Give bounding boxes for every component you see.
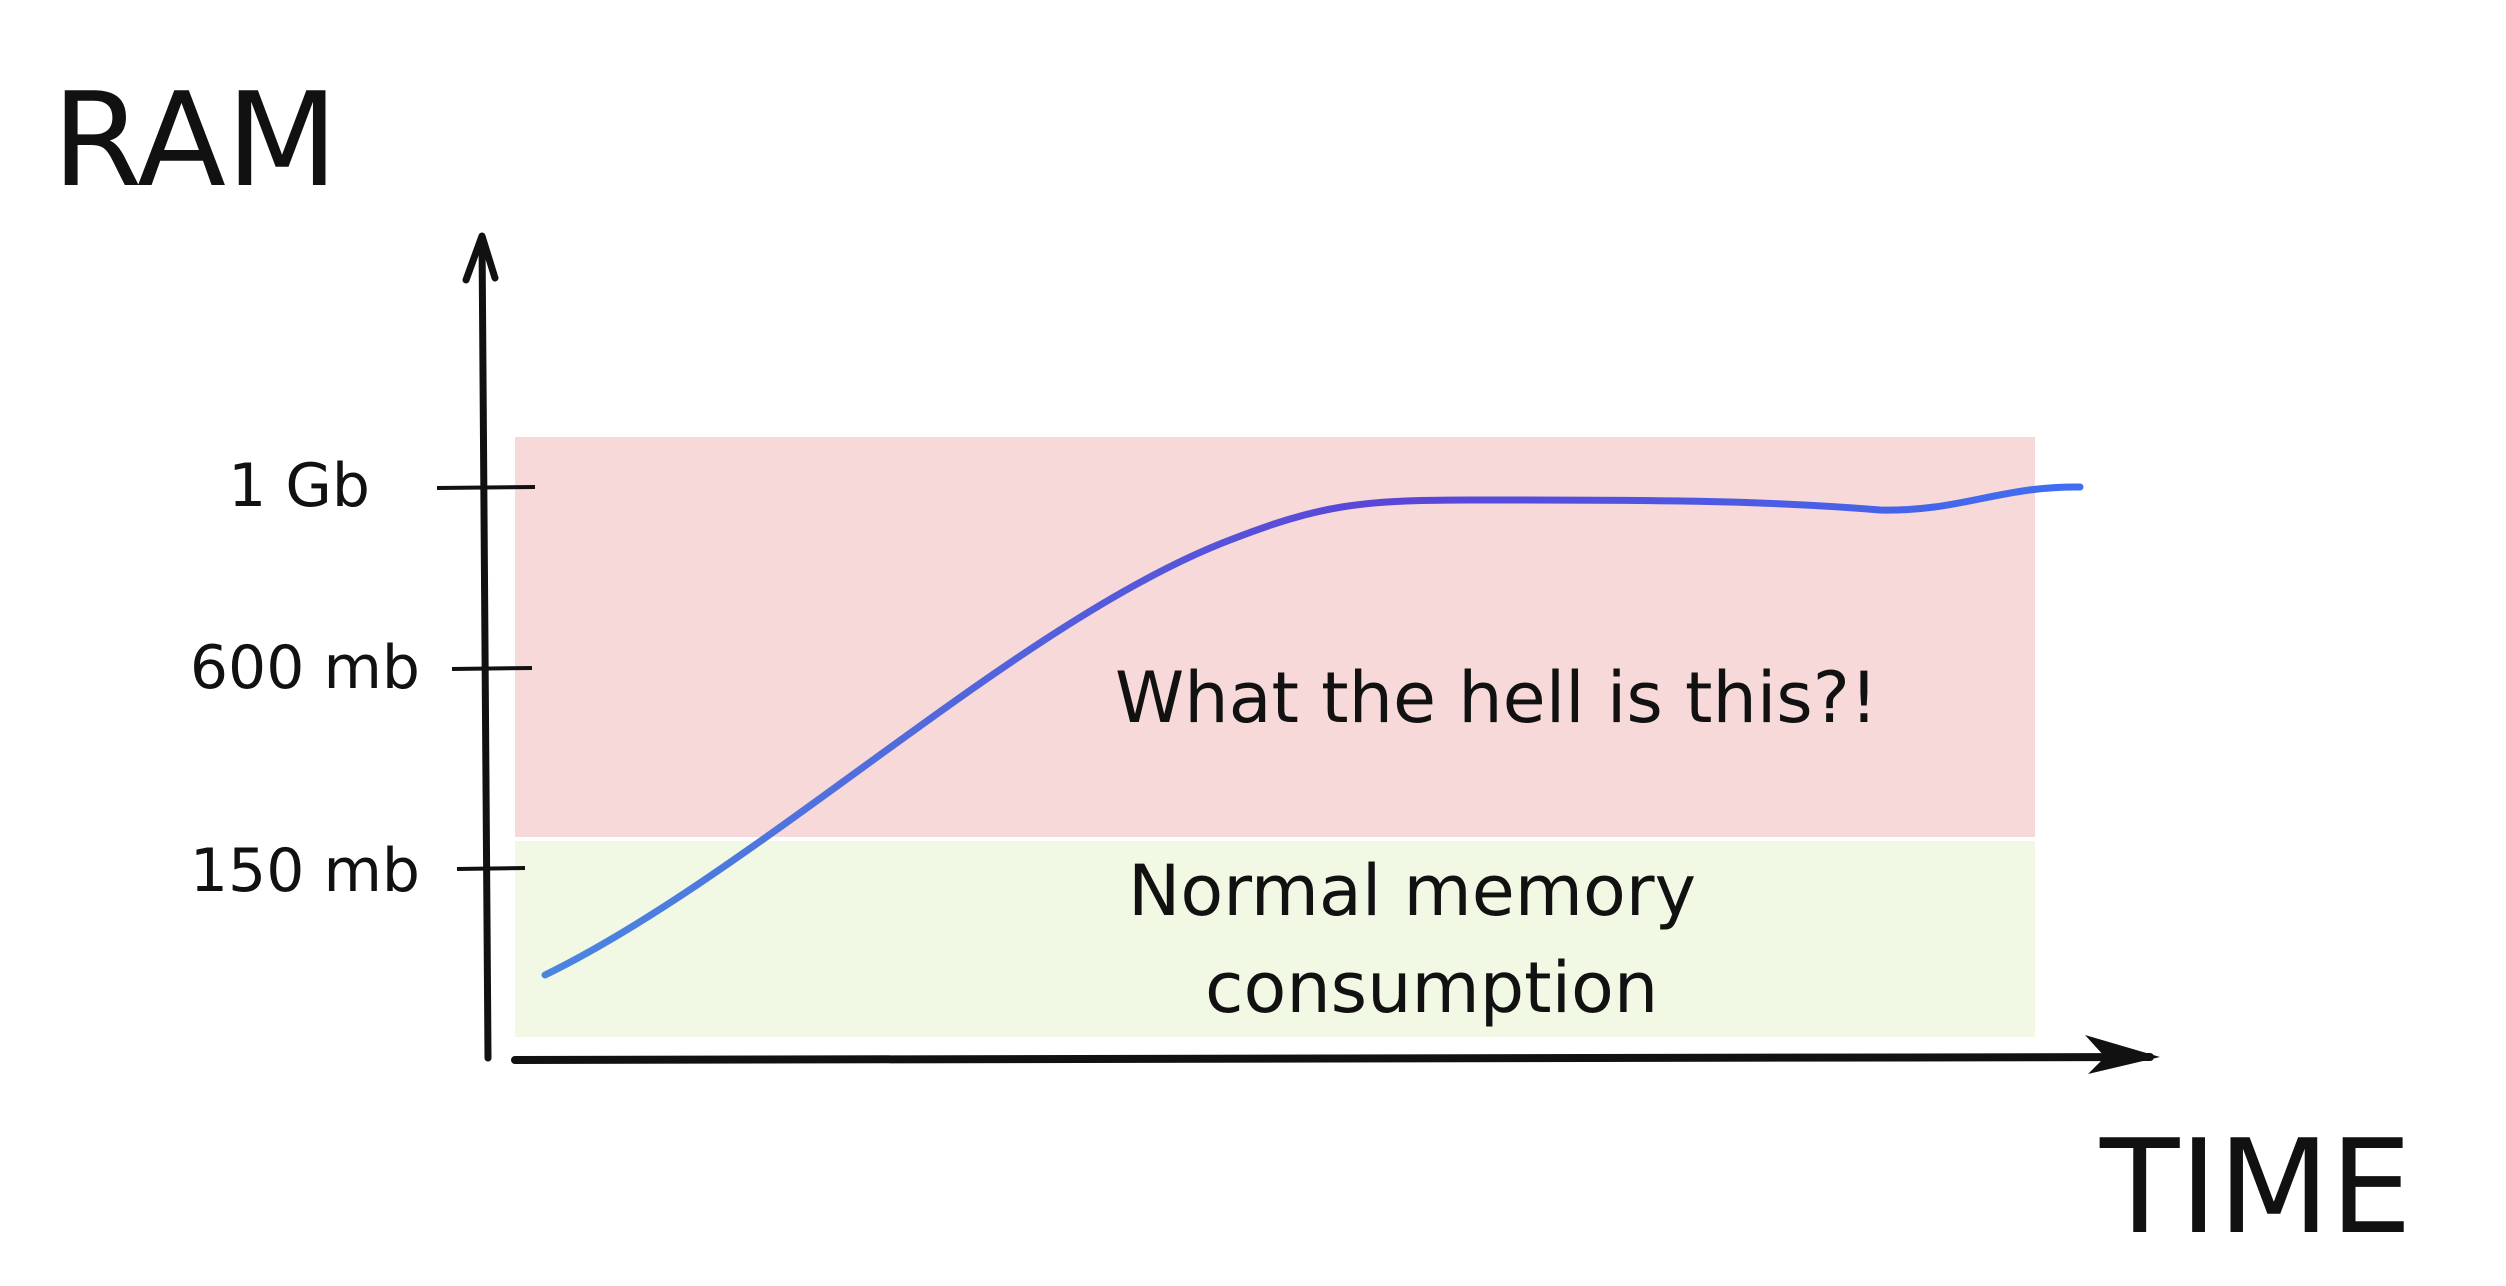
zone-abnormal xyxy=(515,437,2035,837)
zone-normal xyxy=(515,841,2035,1037)
zone-normal-label-line2: consumption xyxy=(1205,947,1658,1029)
memory-curve xyxy=(541,483,2084,979)
tick-label-1gb: 1 Gb xyxy=(228,451,370,521)
x-axis-title: TIME xyxy=(2099,1111,2412,1263)
tick-mark-600mb xyxy=(451,666,533,671)
y-axis-title: RAM xyxy=(52,64,338,216)
tick-mark-150mb xyxy=(456,866,526,871)
y-axis-arrow xyxy=(462,232,499,284)
zone-normal-label-line1: Normal memory xyxy=(1128,850,1696,932)
zone-abnormal-label: What the hell is this?! xyxy=(1115,657,1878,739)
y-axis xyxy=(478,234,492,1062)
x-axis-arrow xyxy=(2085,1035,2160,1074)
tick-label-150mb: 150 mb xyxy=(190,836,420,906)
tick-mark-1gb xyxy=(436,485,536,490)
tick-label-600mb: 600 mb xyxy=(190,633,420,703)
x-axis xyxy=(511,1053,2154,1064)
